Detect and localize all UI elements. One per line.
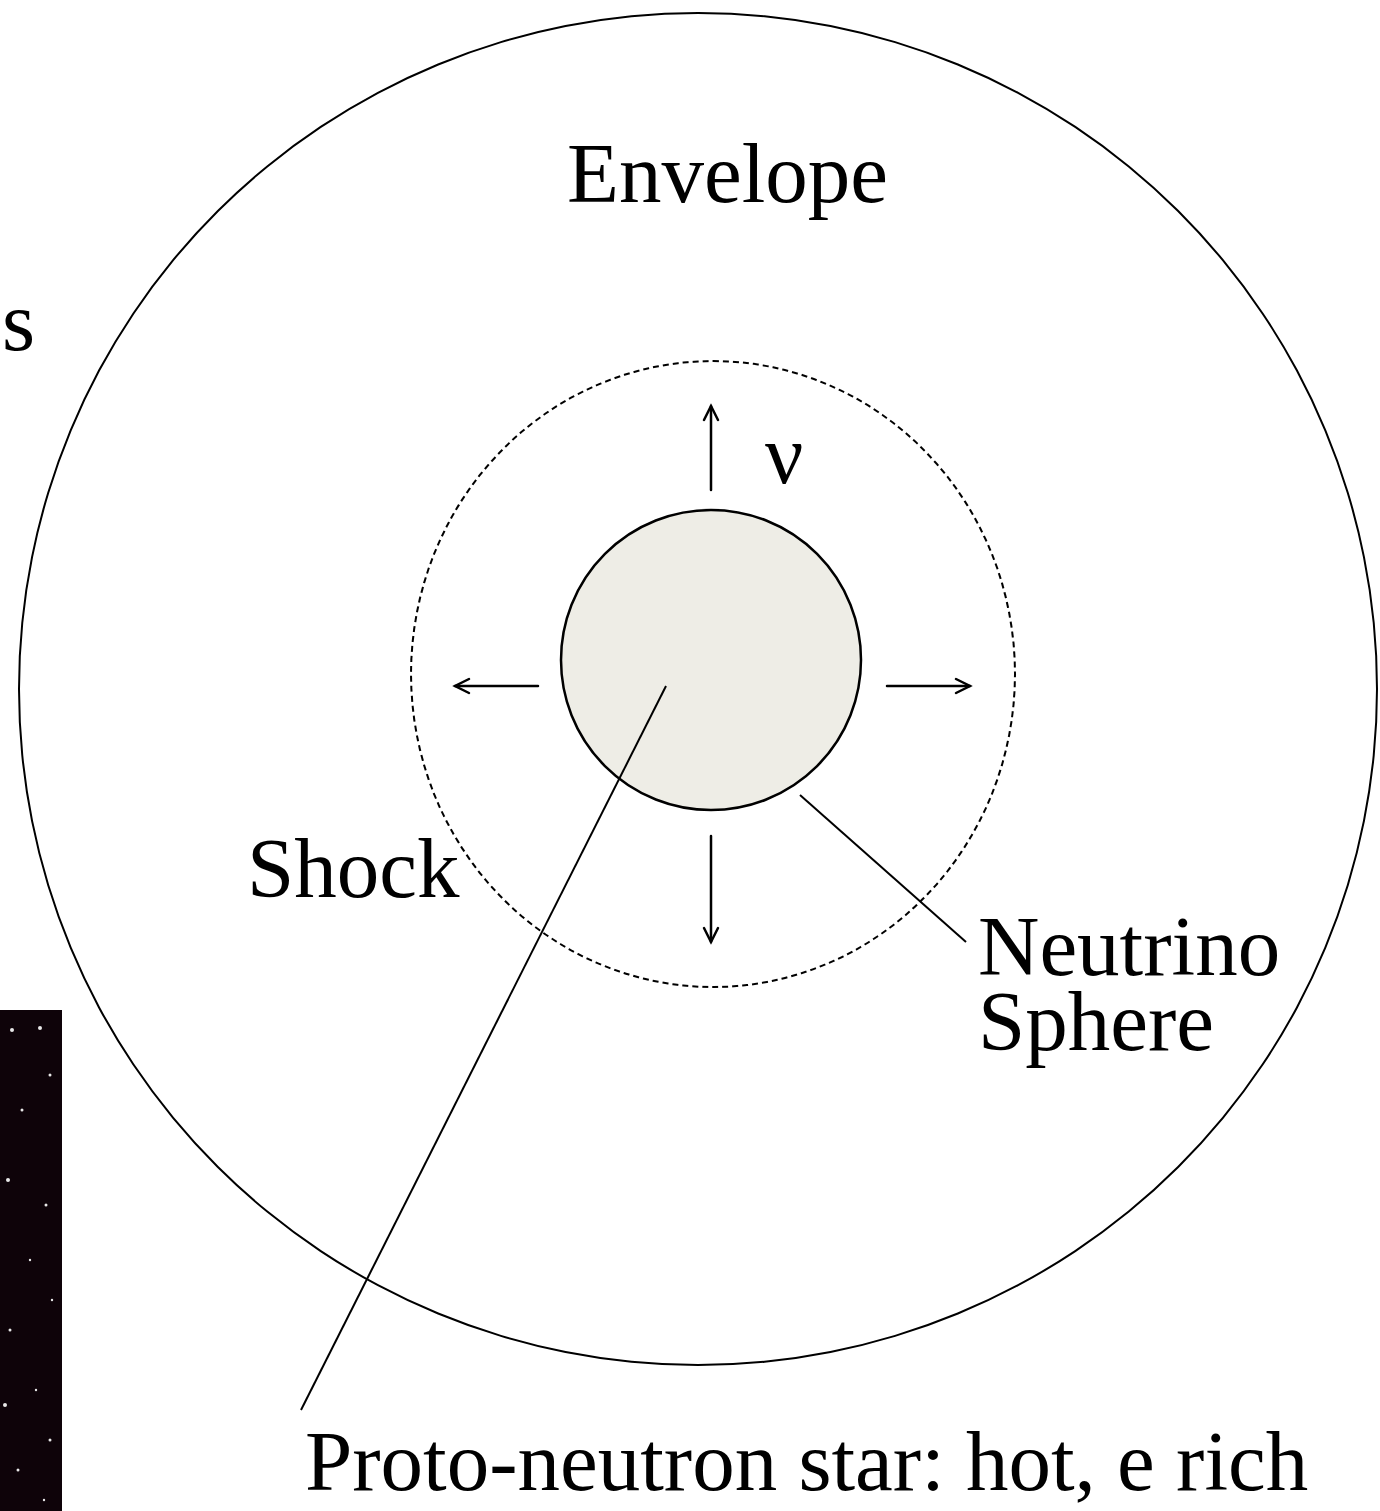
symbol-label: ν	[765, 412, 803, 497]
photo-strip	[0, 1010, 62, 1511]
leader-lines	[301, 686, 966, 1410]
shock-circle: Shock	[410, 360, 1016, 988]
arrow-head	[704, 928, 718, 942]
fragment-text: s	[2, 279, 35, 364]
part-label: Proto-neutron star: hot, e rich	[305, 1419, 1308, 1504]
arrow-left	[455, 685, 538, 688]
region-name: Shock	[247, 826, 460, 911]
arrow-head	[455, 679, 469, 693]
photo-stars	[3, 1026, 53, 1501]
arrow-head	[704, 406, 718, 420]
region-name: Envelope	[567, 131, 888, 216]
arrow-head	[956, 679, 970, 693]
envelope-circle: EnvelopeShock	[18, 12, 1378, 1366]
arrow-up	[710, 406, 713, 490]
leader-line	[800, 795, 966, 942]
neutrino-arrows	[455, 406, 970, 942]
part-label: Neutrino Sphere	[978, 909, 1308, 1059]
leader-line	[301, 686, 666, 1410]
proto-neutron-star	[561, 510, 861, 810]
arrow-right	[887, 685, 970, 688]
arrow-down	[710, 836, 713, 942]
